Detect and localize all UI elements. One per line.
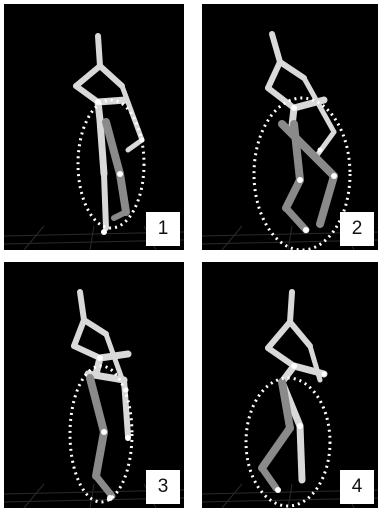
panel-number-badge: 3 <box>146 470 180 504</box>
panel-1: 1 <box>4 4 184 250</box>
skeleton <box>74 292 131 501</box>
panel-number-badge: 2 <box>340 212 374 246</box>
skeleton <box>76 36 145 235</box>
skeleton <box>262 292 327 493</box>
highlight-ellipse <box>78 100 144 228</box>
panel-number-badge: 4 <box>340 470 374 504</box>
panel-4: 4 <box>202 262 378 508</box>
panel-2: 2 <box>202 4 378 250</box>
skeleton <box>268 34 337 233</box>
panel-3: 3 <box>4 262 184 508</box>
panel-number-badge: 1 <box>146 212 180 246</box>
